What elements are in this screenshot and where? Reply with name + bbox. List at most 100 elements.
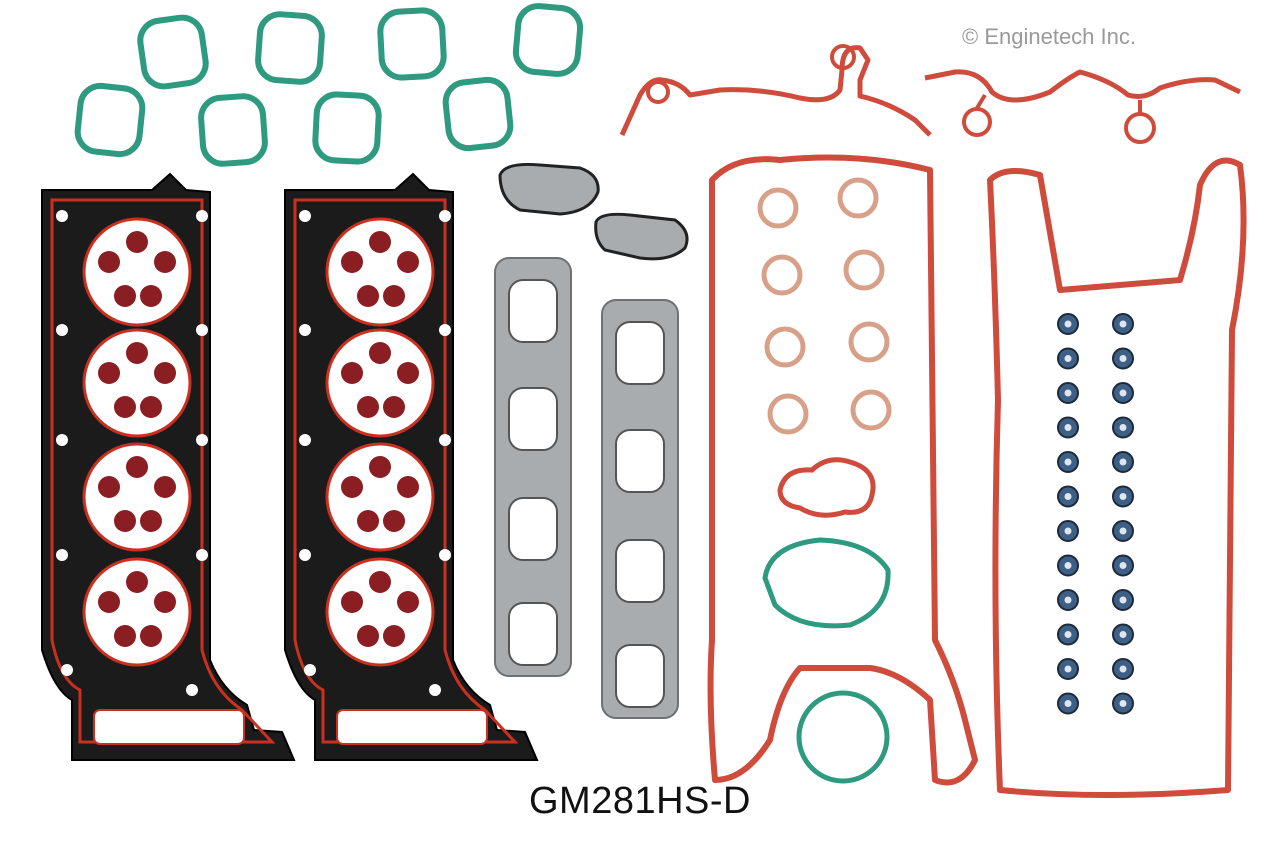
valve-stem-seal: [98, 251, 120, 273]
thermostat-gasket: [594, 212, 689, 261]
bolt-hole: [439, 210, 451, 222]
o-ring-seal: [796, 690, 890, 784]
tube-seal-center: [1119, 700, 1127, 707]
bolt-hole: [439, 434, 451, 446]
valve-stem-seal: [369, 342, 391, 364]
tube-seal-center: [1064, 493, 1072, 500]
timing-gasket-right: [924, 69, 1242, 103]
valve-stem-seal: [140, 285, 162, 307]
intake-seal: [198, 93, 268, 167]
cylinder-bore: [325, 557, 435, 667]
thermostat-gasket: [498, 163, 600, 216]
head-gasket-seal-line: [50, 198, 276, 744]
head-gasket-left: [41, 172, 296, 761]
exhaust-port: [508, 387, 558, 451]
exhaust-port: [508, 602, 558, 666]
intake-seal-ring: [442, 76, 514, 152]
copper-washer: [767, 393, 809, 435]
valve-stem-seal: [154, 476, 176, 498]
valve-stem-seal: [126, 571, 148, 593]
intake-seal: [255, 11, 325, 85]
cylinder-bore: [325, 442, 435, 552]
cylinder-bore: [325, 217, 435, 327]
exhaust-port: [615, 644, 665, 708]
valve-stem-seal: [114, 396, 136, 418]
tube-seal-center: [1119, 631, 1127, 638]
bolt-hole: [299, 324, 311, 336]
cylinder-bore: [82, 328, 192, 438]
exhaust-gasket-plate: [601, 299, 679, 719]
valve-stem-seal: [341, 591, 363, 613]
valve-cover-gasket-outline: [707, 154, 978, 786]
valve-stem-seal: [154, 362, 176, 384]
valve-stem-seal: [98, 591, 120, 613]
bolt-hole: [299, 434, 311, 446]
head-gasket-right: [284, 172, 539, 761]
bolt-hole: [61, 664, 73, 676]
bolt-hole: [429, 684, 441, 696]
bolt-hole: [439, 324, 451, 336]
thermostat-housing-gaskets: [498, 163, 689, 261]
valve-stem-seal: [357, 285, 379, 307]
intake-seal-ring: [198, 93, 268, 167]
exhaust-port: [508, 497, 558, 561]
cylinder-bore: [325, 328, 435, 438]
tube-seal-center: [1064, 424, 1072, 431]
copper-washer: [837, 177, 879, 219]
valve-stem-seal: [341, 476, 363, 498]
intake-seal: [442, 76, 514, 152]
timing-gasket-ring: [646, 80, 670, 104]
valve-stem-seal: [397, 362, 419, 384]
valve-stem-seal: [98, 362, 120, 384]
valve-stem-seal: [126, 231, 148, 253]
oil-fill-seal: [777, 457, 876, 518]
head-gasket-window: [336, 709, 488, 745]
valve-cover-gasket-right: [987, 157, 1247, 798]
intake-seal-ring: [377, 7, 447, 81]
valve-stem-seal: [341, 251, 363, 273]
cylinder-head-gaskets: [41, 172, 539, 761]
valve-stem-seal: [357, 396, 379, 418]
bolt-hole: [56, 210, 68, 222]
valve-stem-seal: [369, 571, 391, 593]
timing-gasket-ring: [830, 44, 856, 70]
valve-stem-seal: [383, 396, 405, 418]
valve-stem-seal: [154, 251, 176, 273]
exhaust-manifold-gaskets: [494, 257, 679, 719]
valve-stem-seal: [383, 285, 405, 307]
tube-seal-center: [1119, 424, 1127, 431]
bolt-hole: [196, 210, 208, 222]
intake-seal-ring: [137, 14, 209, 90]
intake-seal: [377, 7, 447, 81]
bolt-hole: [56, 549, 68, 561]
valve-stem-seal: [397, 476, 419, 498]
copper-washer: [761, 254, 803, 296]
intake-manifold-seals: [74, 3, 584, 167]
valve-stem-seal: [341, 362, 363, 384]
valve-stem-seal: [114, 625, 136, 647]
tube-seal-center: [1119, 596, 1127, 604]
exhaust-port: [615, 429, 665, 493]
exhaust-port: [615, 321, 665, 385]
tube-seal-center: [1119, 665, 1127, 673]
valve-stem-seal: [383, 625, 405, 647]
exhaust-gasket-left: [494, 257, 572, 677]
intake-seal-ring: [512, 3, 584, 77]
head-gasket-window: [93, 709, 245, 745]
tube-seal-center: [1064, 631, 1072, 638]
intake-seal: [74, 82, 146, 158]
valve-stem-seal: [357, 510, 379, 532]
tube-seal-center: [1064, 665, 1072, 673]
copper-washer: [757, 187, 799, 229]
tube-seal-center: [1119, 320, 1127, 328]
bolt-hole: [304, 664, 316, 676]
timing-cover-gaskets: [619, 44, 1242, 144]
valve-stem-seal: [397, 591, 419, 613]
valve-stem-seal: [369, 231, 391, 253]
valve-stem-seal: [140, 510, 162, 532]
bolt-hole: [299, 549, 311, 561]
copper-washer: [764, 326, 806, 368]
throttle-body-seal: [762, 537, 891, 629]
